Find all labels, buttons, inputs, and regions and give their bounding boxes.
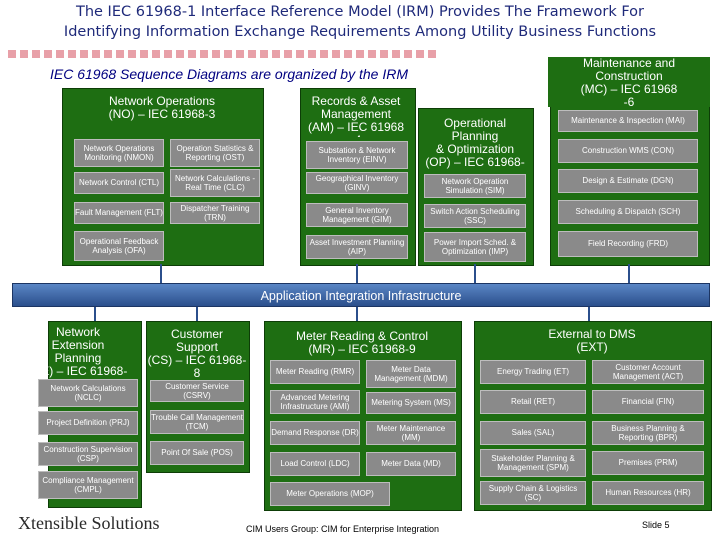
box-sch[interactable]: Scheduling & Dispatch (SCH)	[558, 200, 698, 224]
box-ssc[interactable]: Switch Action Scheduling (SSC)	[424, 204, 526, 228]
box-hr[interactable]: Human Resources (HR)	[592, 481, 704, 505]
integration-bar: Application Integration Infrastructure	[12, 283, 710, 307]
decorative-squares	[8, 50, 438, 58]
box-fin[interactable]: Financial (FIN)	[592, 390, 704, 414]
box-mai[interactable]: Maintenance & Inspection (MAI)	[558, 110, 698, 132]
box-et[interactable]: Energy Trading (ET)	[480, 360, 586, 384]
connector-cs	[196, 307, 198, 321]
box-con[interactable]: Construction WMS (CON)	[558, 139, 698, 163]
header-maintenance-construction: Maintenance and Construction (MC) – IEC …	[548, 57, 710, 107]
box-csp[interactable]: Construction Supervision (CSP)	[38, 442, 138, 466]
box-act[interactable]: Customer Account Management (ACT)	[592, 360, 704, 384]
box-tcm[interactable]: Trouble Call Management (TCM)	[150, 410, 244, 434]
box-rmr[interactable]: Meter Reading (RMR)	[270, 360, 360, 384]
box-mm[interactable]: Meter Maintenance (MM)	[366, 421, 456, 445]
box-gim[interactable]: General Inventory Management (GIM)	[306, 203, 408, 227]
connector-ne	[94, 307, 96, 321]
box-ret[interactable]: Retail (RET)	[480, 390, 586, 414]
box-sim[interactable]: Network Operation Simulation (SIM)	[424, 174, 526, 198]
footer-text: CIM Users Group: CIM for Enterprise Inte…	[246, 524, 440, 534]
connector-mc	[628, 264, 630, 283]
box-ldc[interactable]: Load Control (LDC)	[270, 452, 360, 476]
box-flt[interactable]: Fault Management (FLT)	[74, 202, 164, 224]
box-sc[interactable]: Supply Chain & Logistics (SC)	[480, 481, 586, 505]
box-prm[interactable]: Premises (PRM)	[592, 451, 704, 475]
box-nclc[interactable]: Network Calculations (NCLC)	[38, 379, 138, 407]
connector-ext	[588, 307, 590, 321]
box-ost[interactable]: Operation Statistics & Reporting (OST)	[170, 139, 260, 167]
box-einv[interactable]: Substation & Network Inventory (EINV)	[306, 141, 408, 169]
panel-external	[474, 321, 712, 511]
box-ami[interactable]: Advanced Metering Infrastructure (AMI)	[270, 390, 360, 414]
box-csrv[interactable]: Customer Service (CSRV)	[150, 380, 244, 402]
connector-mr	[356, 307, 358, 321]
box-clc[interactable]: Network Calculations - Real Time (CLC)	[170, 169, 260, 197]
box-dgn[interactable]: Design & Estimate (DGN)	[558, 169, 698, 193]
box-ginv[interactable]: Geographical Inventory (GINV)	[306, 172, 408, 194]
box-ofa[interactable]: Operational Feedback Analysis (OFA)	[74, 231, 164, 261]
header-network-operations: Network Operations (NO) – IEC 61968-3	[108, 95, 216, 121]
header-customer-support: Customer Support (CS) – IEC 61968- 8	[147, 328, 247, 380]
header-meter-reading: Meter Reading & Control (MR) – IEC 61968…	[295, 330, 429, 356]
box-prj[interactable]: Project Definition (PRJ)	[38, 411, 138, 435]
header-operational-planning: Operational Planning & Optimization (OP)…	[425, 117, 525, 169]
box-aip[interactable]: Asset Investment Planning (AIP)	[306, 235, 408, 259]
box-ms[interactable]: Metering System (MS)	[366, 392, 456, 414]
slide-title: The IEC 61968-1 Interface Reference Mode…	[63, 4, 657, 40]
box-sal[interactable]: Sales (SAL)	[480, 421, 586, 445]
box-dr[interactable]: Demand Response (DR)	[270, 421, 360, 445]
panel-meter-reading	[264, 321, 462, 511]
box-trn[interactable]: Dispatcher Training (TRN)	[170, 202, 260, 224]
box-ctl[interactable]: Network Control (CTL)	[74, 172, 164, 194]
header-external: External to DMS (EXT)	[548, 328, 636, 354]
box-md[interactable]: Meter Data (MD)	[366, 452, 456, 476]
box-cmpl[interactable]: Compliance Management (CMPL)	[38, 471, 138, 499]
header-asset-management: Records & Asset Management (AM) – IEC 61…	[307, 95, 405, 137]
box-spm[interactable]: Stakeholder Planning & Management (SPM)	[480, 449, 586, 477]
box-mop[interactable]: Meter Operations (MOP)	[270, 482, 390, 506]
company-logo: Xtensible Solutions	[18, 513, 160, 533]
box-bpr[interactable]: Business Planning & Reporting (BPR)	[592, 421, 704, 445]
box-frd[interactable]: Field Recording (FRD)	[558, 231, 698, 257]
box-pos[interactable]: Point Of Sale (POS)	[150, 441, 244, 465]
box-mdm[interactable]: Meter Data Management (MDM)	[366, 360, 456, 388]
slide-number: Slide 5	[642, 520, 670, 530]
connector-am	[356, 264, 358, 283]
box-imp[interactable]: Power Import Sched. & Optimization (IMP)	[424, 232, 526, 262]
box-nmon[interactable]: Network Operations Monitoring (NMON)	[74, 139, 164, 167]
connector-op	[474, 264, 476, 283]
diagram-subtitle: IEC 61968 Sequence Diagrams are organize…	[50, 66, 408, 82]
header-network-extension: Network Extension Planning (NE) – IEC 61…	[28, 326, 128, 378]
connector-no	[160, 264, 162, 283]
